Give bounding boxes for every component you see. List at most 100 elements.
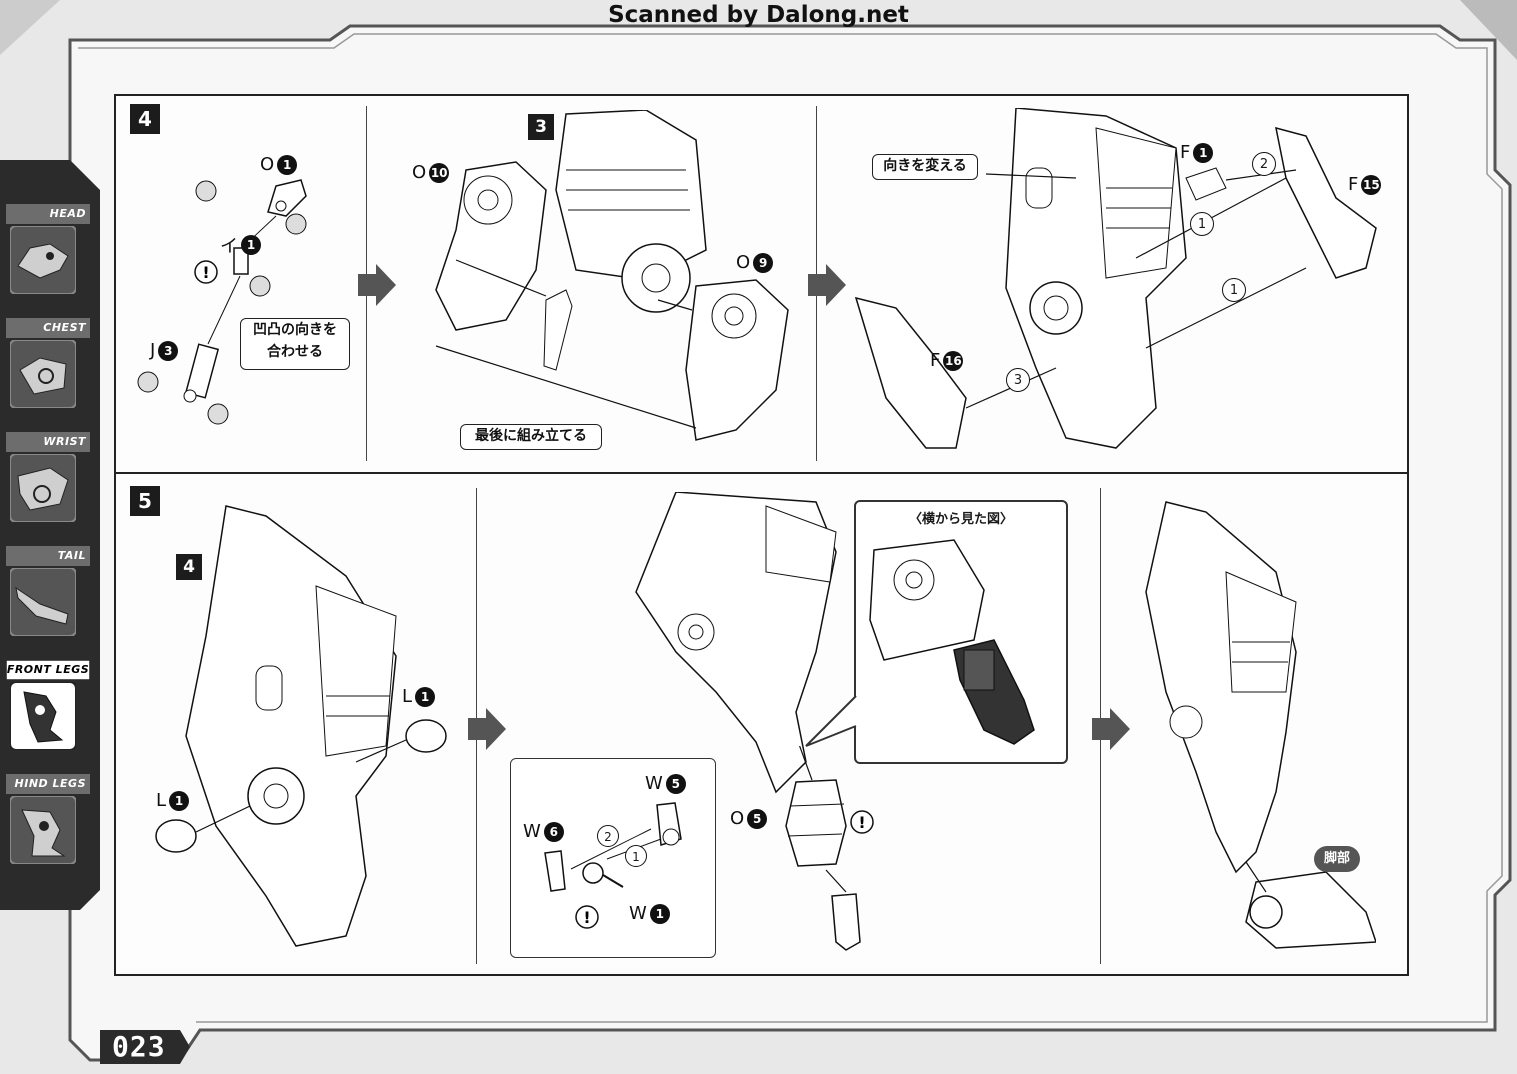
w-parts-diagram: ! [544, 802, 682, 929]
order-mark: 1 [1222, 278, 1246, 302]
order-mark: 1 [1190, 212, 1214, 236]
part-letter: O [260, 154, 275, 175]
tail-icon [10, 568, 76, 636]
sidebar-item-label: TAIL [57, 549, 86, 562]
chest-icon [10, 340, 76, 408]
callout-assemble-last: 最後に組み立てる [460, 424, 602, 450]
svg-text:!: ! [583, 908, 590, 927]
part-letter: J [150, 340, 156, 361]
wrist-icon [10, 454, 76, 522]
next-arrow-icon [808, 264, 846, 306]
step5-final-leg-diagram [1145, 501, 1376, 949]
part-number: 5 [665, 773, 686, 794]
inset-pointer [805, 696, 857, 747]
sidebar-item-label: CHEST [43, 321, 86, 334]
tab-shape [6, 318, 90, 338]
step4-leg-assembly-diagram [435, 110, 789, 441]
callout-change-direction: 向きを変える [872, 154, 978, 180]
tab-shape [6, 546, 90, 566]
callout-line: 凹凸の向きを [253, 322, 337, 338]
sidebar-item-chest[interactable]: CHEST [6, 318, 90, 426]
part-number: 6 [543, 821, 564, 842]
side-view-inset: 〈横から見た図〉 [854, 500, 1068, 764]
sidebar-item-hind-legs[interactable]: HIND LEGS [6, 774, 90, 882]
part-number: 15 [1361, 174, 1382, 195]
part-letter: W [629, 903, 647, 924]
sidebar-item-front-legs[interactable]: FRONT LEGS [6, 660, 90, 768]
order-mark: 3 [1006, 368, 1030, 392]
svg-text:!: ! [858, 813, 865, 832]
foot-label: 脚部 [1314, 846, 1360, 872]
part-number: 1 [241, 235, 261, 255]
svg-text:!: ! [202, 263, 209, 282]
sidebar-item-tail[interactable]: TAIL [6, 546, 90, 654]
sidebar: HEAD CHEST WRIST TAIL F [0, 150, 100, 910]
order-mark: 2 [1252, 152, 1276, 176]
part-letter: イ [220, 236, 238, 257]
watermark: Scanned by Dalong.net [608, 2, 909, 28]
part-number: 1 [1193, 142, 1214, 163]
part-letter: L [156, 790, 167, 811]
head-icon [10, 226, 76, 294]
part-number: 3 [158, 340, 179, 361]
callout-line: 合わせる [267, 344, 323, 360]
side-view-diagram [869, 539, 1035, 745]
part-letter: W [645, 773, 663, 794]
row-divider [116, 472, 1407, 474]
step4-parts-diagram: ! [137, 179, 307, 425]
next-arrow-icon [1092, 708, 1130, 750]
part-letter: L [402, 686, 413, 707]
part-number: 1 [169, 790, 190, 811]
subassembly-number: 4 [176, 554, 202, 580]
sidebar-item-head[interactable]: HEAD [6, 204, 90, 312]
step4-armor-assembly-diagram [854, 108, 1377, 449]
next-arrow-icon [358, 264, 396, 306]
part-letter: F [1180, 142, 1191, 163]
part-number: 10 [429, 162, 450, 183]
part-letter: O [736, 252, 751, 273]
part-number: 16 [943, 350, 964, 371]
page-number-badge [100, 1030, 190, 1064]
o5-parts-diagram: ! [785, 746, 874, 951]
sidebar-item-label: HIND LEGS [14, 777, 86, 790]
page-number-text: 023 [112, 1030, 166, 1063]
tab-shape [6, 774, 90, 794]
part-letter: F [1348, 174, 1359, 195]
step5-leg-side-diagram [635, 492, 837, 794]
part-number: 5 [747, 808, 768, 829]
step-number: 5 [130, 486, 160, 516]
sidebar-item-label: HEAD [49, 207, 86, 220]
part-number: 9 [753, 252, 774, 273]
sidebar-item-wrist[interactable]: WRIST [6, 432, 90, 540]
part-number: 1 [277, 154, 298, 175]
next-arrow-icon [468, 708, 506, 750]
part-letter: F [930, 350, 941, 371]
part-number: 1 [415, 686, 436, 707]
part-letter: W [523, 821, 541, 842]
page-number: 023 [100, 1030, 190, 1064]
order-mark: 2 [597, 825, 619, 847]
tab-shape [6, 660, 90, 680]
hind-legs-icon [10, 796, 76, 864]
sidebar-item-label: FRONT LEGS [6, 663, 90, 676]
tab-shape [6, 204, 90, 224]
callout-align-notches: 凹凸の向きを 合わせる [240, 318, 350, 370]
subassembly-number: 3 [528, 114, 554, 140]
order-mark: 1 [625, 845, 647, 867]
tab-shape [6, 432, 90, 452]
step-number: 4 [130, 104, 160, 134]
sidebar-item-label: WRIST [43, 435, 86, 448]
part-letter: O [412, 162, 427, 183]
